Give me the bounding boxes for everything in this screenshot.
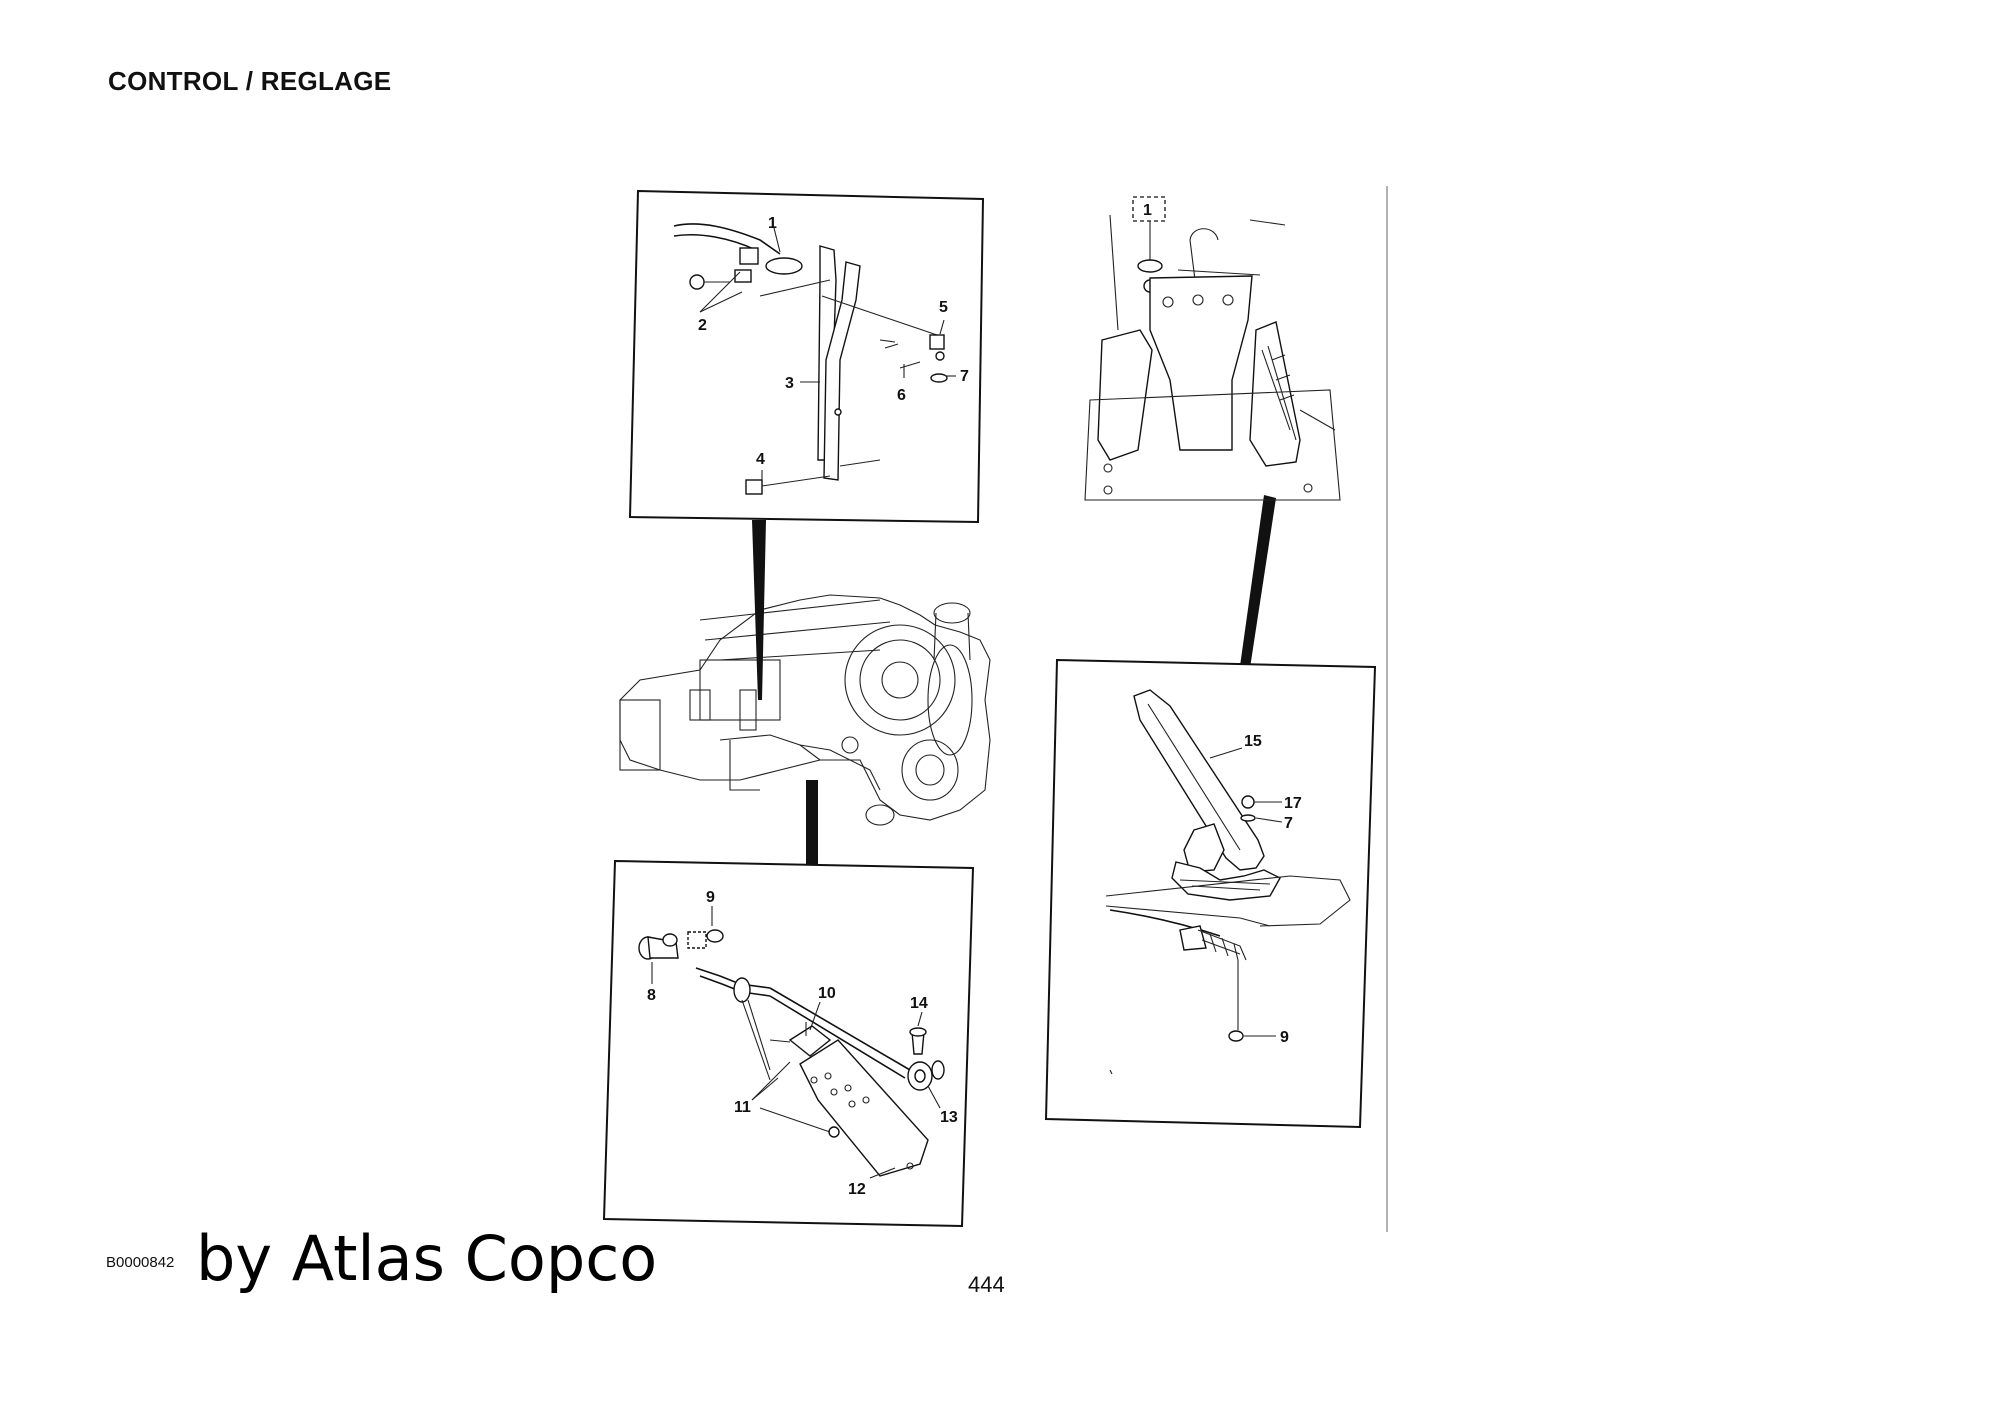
panel-top-right: 1	[1084, 196, 1341, 501]
callout-br-17: 17	[1284, 795, 1302, 812]
callout-1: 1	[768, 215, 777, 232]
callout-bl-11: 11	[734, 1099, 751, 1116]
document-id: B0000842	[106, 1254, 175, 1271]
callout-br-9: 9	[1280, 1029, 1289, 1046]
panel-bottom-right: 15 17 7 9	[1044, 658, 1377, 1129]
callout-4: 4	[756, 451, 765, 468]
callout-3: 3	[785, 375, 794, 392]
pointer-to-bottom-right	[1240, 495, 1276, 668]
callout-2: 2	[698, 317, 707, 334]
page-title: CONTROL / REGLAGE	[108, 66, 392, 96]
callout-6: 6	[897, 387, 906, 404]
callout-tr-1: 1	[1143, 202, 1152, 219]
callout-bl-10: 10	[818, 985, 836, 1002]
pointer-to-top-left	[752, 520, 766, 700]
callout-bl-12: 12	[848, 1181, 866, 1198]
callout-bl-13: 13	[940, 1109, 958, 1126]
callout-5: 5	[939, 299, 948, 316]
panel-bottom-left: 9 8 10 14 11 13 12	[602, 859, 975, 1228]
callout-7: 7	[960, 368, 969, 385]
callout-bl-8: 8	[647, 987, 656, 1004]
callout-br-7: 7	[1284, 815, 1293, 832]
pointer-to-bottom-left	[806, 780, 818, 870]
engine-illustration	[619, 594, 991, 826]
brand-watermark: by Atlas Copco	[196, 1222, 658, 1295]
callout-bl-14: 14	[910, 995, 928, 1012]
panel-top-left: 1 2 3 4 5 6 7	[628, 189, 985, 524]
page-number: 444	[968, 1272, 1005, 1297]
callout-bl-9: 9	[706, 889, 715, 906]
callout-br-15: 15	[1244, 733, 1262, 750]
